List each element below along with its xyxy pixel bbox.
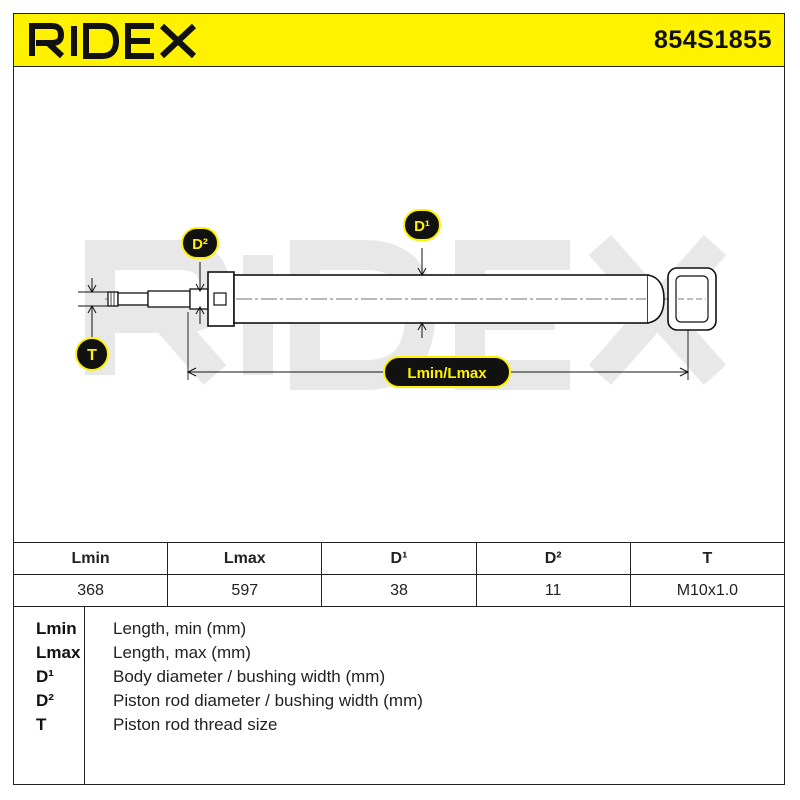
legend-row: T Piston rod thread size [14, 715, 786, 739]
header-lmax: Lmax [167, 542, 323, 575]
legend-divider [84, 606, 85, 785]
svg-text:D¹: D¹ [414, 218, 430, 235]
part-number: 854S1855 [653, 26, 772, 54]
t-label: T [75, 337, 109, 371]
value-lmin: 368 [12, 574, 169, 607]
value-lmax: 597 [167, 574, 323, 607]
legend-row: Lmax Length, max (mm) [14, 643, 786, 667]
legend-description: Piston rod thread size [113, 715, 278, 734]
spec-table: Lmin Lmax D¹ D² T 368 597 38 11 M10x1.0 [12, 542, 786, 607]
legend-key: Lmax [36, 643, 81, 662]
legend-key: Lmin [36, 619, 77, 638]
value-d2: 11 [475, 574, 631, 607]
legend-description: Body diameter / bushing width (mm) [113, 667, 386, 686]
spec-table-header-row: Lmin Lmax D¹ D² T [12, 542, 786, 575]
header-t: T [629, 542, 786, 575]
legend-row: Lmin Length, min (mm) [14, 619, 786, 643]
value-d1: 38 [321, 574, 477, 607]
legend-description: Length, min (mm) [113, 619, 247, 638]
ridex-logo [29, 23, 197, 59]
header-d2: D² [475, 542, 631, 575]
svg-text:D²: D² [192, 236, 208, 253]
legend-row: D² Piston rod diameter / bushing width (… [14, 691, 786, 715]
svg-text:T: T [87, 347, 97, 364]
header-d1: D¹ [321, 542, 477, 575]
spec-table-value-row: 368 597 38 11 M10x1.0 [12, 574, 786, 607]
svg-text:Lmin/Lmax: Lmin/Lmax [407, 365, 487, 382]
legend-key: D² [36, 691, 54, 710]
d2-label: D² [181, 227, 219, 259]
legend-description: Length, max (mm) [113, 643, 251, 662]
length-label: Lmin/Lmax [383, 356, 511, 388]
value-t: M10x1.0 [629, 574, 786, 607]
legend-description: Piston rod diameter / bushing width (mm) [113, 691, 423, 710]
d1-label: D¹ [403, 209, 441, 241]
legend-key: D¹ [36, 667, 54, 686]
header-lmin: Lmin [12, 542, 169, 575]
legend-row: D¹ Body diameter / bushing width (mm) [14, 667, 786, 691]
legend-key: T [36, 715, 47, 734]
legend-box: Lmin Length, min (mm) Lmax Length, max (… [13, 606, 785, 785]
